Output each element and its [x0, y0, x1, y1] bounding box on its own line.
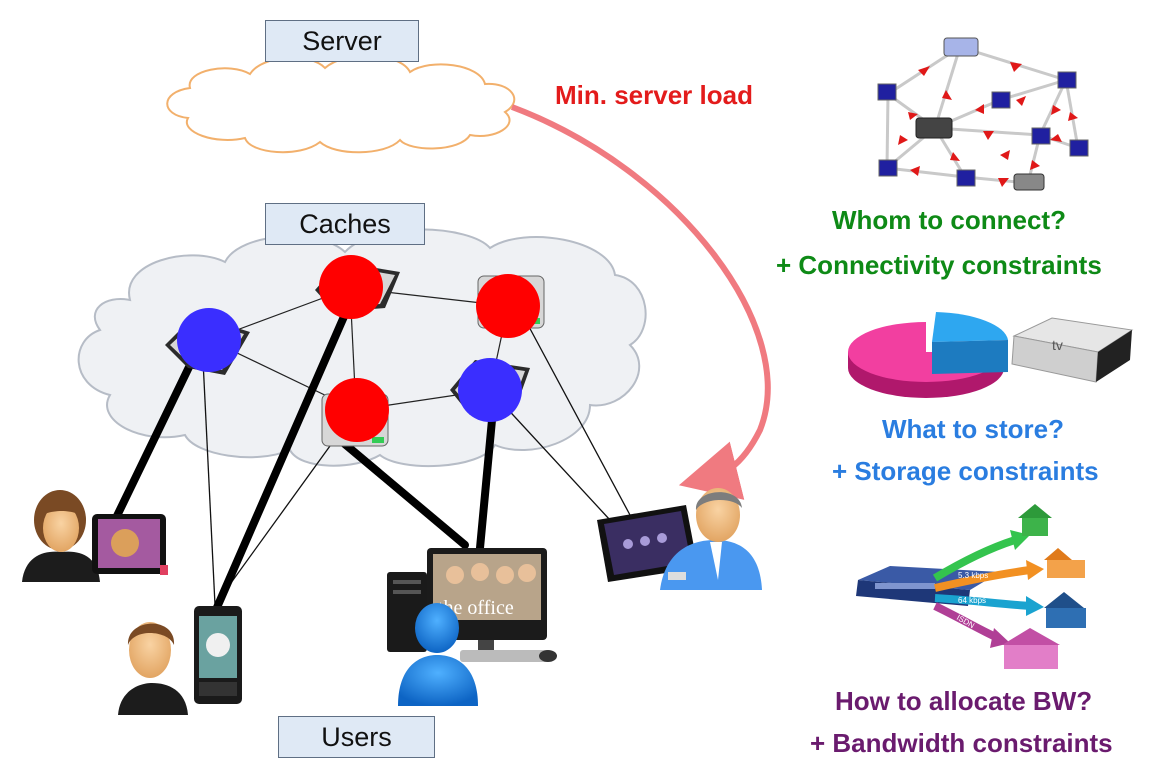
connect-constraint: + Connectivity constraints: [776, 250, 1102, 280]
connect-question: Whom to connect?: [832, 205, 1066, 235]
cache-node-red-center: [321, 378, 389, 447]
users-label: Users: [278, 716, 435, 758]
screen-text: the office: [438, 597, 514, 619]
svg-text:tv: tv: [1052, 337, 1063, 353]
cache-node-blue-right: [450, 358, 530, 422]
bandwidth-label-2: 64 kbps: [958, 596, 986, 605]
apple-tv-icon: tv: [1011, 317, 1134, 383]
house-icon-orange: [1044, 548, 1085, 578]
bandwidth-question: How to allocate BW?: [835, 686, 1093, 716]
cache-node-red-right: [476, 274, 545, 338]
tablet-icon-left: [92, 514, 168, 575]
smartphone-icon: [194, 606, 242, 704]
store-question: What to store?: [882, 414, 1064, 444]
bandwidth-constraint: + Bandwidth constraints: [810, 728, 1113, 758]
user-icon-blue: [398, 603, 478, 706]
pie-chart-icon: [848, 312, 1008, 398]
desktop-computer-icon: the office: [387, 548, 557, 662]
bandwidth-arrows: 5.3 kbps 64 kbps ISDN: [932, 530, 1044, 648]
bandwidth-label-1: 5.3 kbps: [958, 571, 988, 580]
cache-node-red-top: [315, 255, 400, 319]
user-links-thick: [111, 308, 496, 616]
house-icon-blue: [1044, 592, 1086, 628]
house-icon-green: [1018, 504, 1052, 536]
house-icon-pink: [1002, 628, 1060, 669]
min-server-load-label: Min. server load: [555, 80, 753, 110]
server-cloud: [166, 54, 516, 154]
store-constraint: + Storage constraints: [832, 456, 1099, 486]
user-icon-man-left: [118, 622, 188, 715]
user-icon-man-right: [660, 488, 762, 590]
cache-node-blue-left: [165, 308, 250, 375]
caches-label: Caches: [265, 203, 425, 245]
min-server-load-arrow: [510, 104, 771, 500]
user-icon-woman: [22, 490, 100, 582]
server-label: Server: [265, 20, 419, 62]
network-graph-icon: [877, 37, 1089, 191]
